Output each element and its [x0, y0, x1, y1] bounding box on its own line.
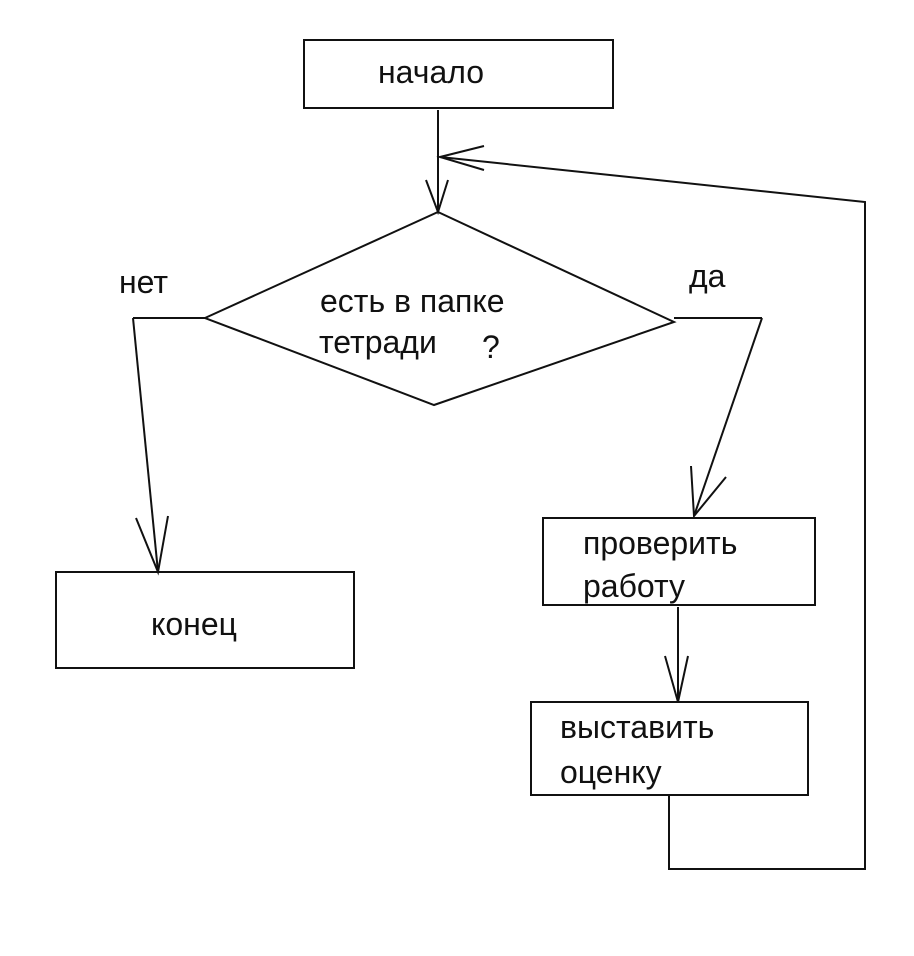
end-box	[55, 571, 355, 669]
check-label-line2: работу	[583, 568, 686, 604]
end-label: конец	[151, 606, 237, 642]
check-label-line1: проверить	[583, 525, 738, 561]
grade-label-line1: выставить	[560, 709, 715, 745]
start-box	[303, 39, 614, 109]
edge-loop-back	[439, 156, 866, 870]
decision-label-line2: тетради	[319, 324, 437, 360]
no-branch-label: нет	[119, 264, 169, 300]
edge-yes-to-check	[693, 317, 763, 517]
arrowhead-check	[690, 465, 727, 519]
decision-question-mark: ?	[482, 329, 500, 365]
arrowhead-end	[135, 515, 169, 576]
arrowhead-loop	[436, 145, 485, 171]
decision-diamond	[202, 210, 677, 407]
arrowhead-grade	[664, 655, 689, 703]
start-label: начало	[378, 54, 485, 90]
yes-branch-label: да	[689, 258, 726, 294]
grade-label-line2: оценку	[560, 754, 662, 790]
decision-label-line1: есть в папке	[320, 283, 505, 319]
edge-no-to-end	[132, 317, 159, 573]
grade-box	[530, 701, 809, 796]
check-box	[542, 517, 816, 606]
